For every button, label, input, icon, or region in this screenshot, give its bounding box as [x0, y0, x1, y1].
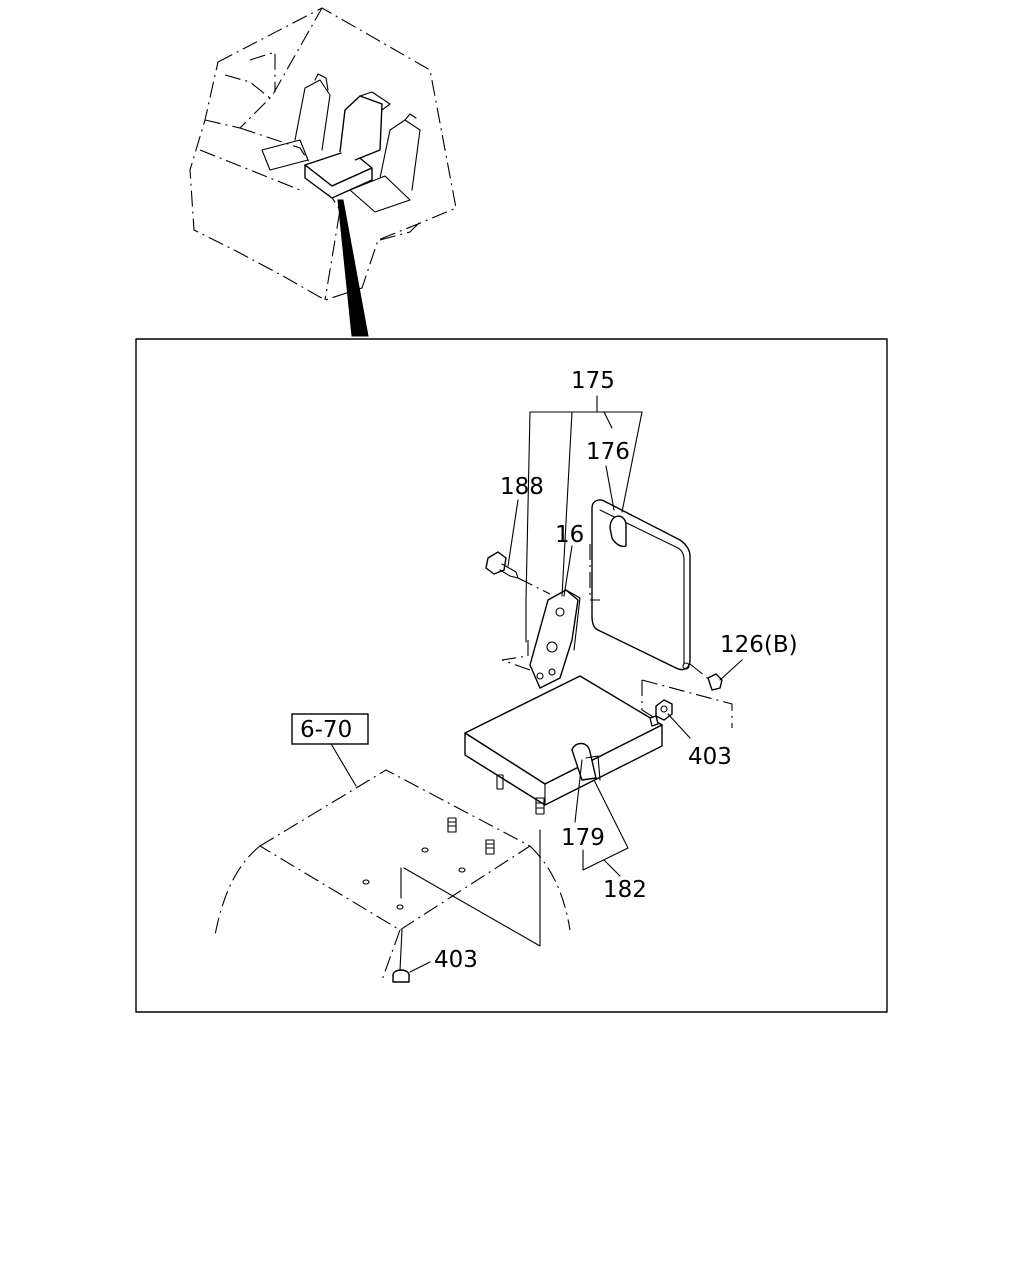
nut-403-upper — [649, 699, 673, 727]
callout-16: 16 — [555, 522, 584, 548]
callout-176: 176 — [586, 439, 630, 465]
bolt-188 — [485, 551, 551, 595]
callout-126b: 126(B) — [720, 632, 798, 658]
callout-179: 179 — [561, 825, 605, 851]
callout-403-lower: 403 — [434, 947, 478, 973]
nut-403-lower — [392, 969, 410, 983]
cab-overview — [189, 7, 457, 337]
callout-175: 175 — [571, 368, 615, 394]
callout-6-70: 6-70 — [300, 717, 352, 743]
seat-base-platform — [214, 769, 571, 981]
bolt-126b — [707, 673, 723, 691]
callout-403-upper: 403 — [688, 744, 732, 770]
seat-cushion — [464, 675, 663, 815]
callout-182: 182 — [603, 877, 647, 903]
callout-6-70-box — [291, 713, 369, 745]
hinge-bracket — [529, 589, 581, 689]
detail-frame — [135, 338, 888, 1013]
callout-188: 188 — [500, 474, 544, 500]
seat-back — [591, 499, 691, 671]
leader-175 — [525, 395, 643, 643]
